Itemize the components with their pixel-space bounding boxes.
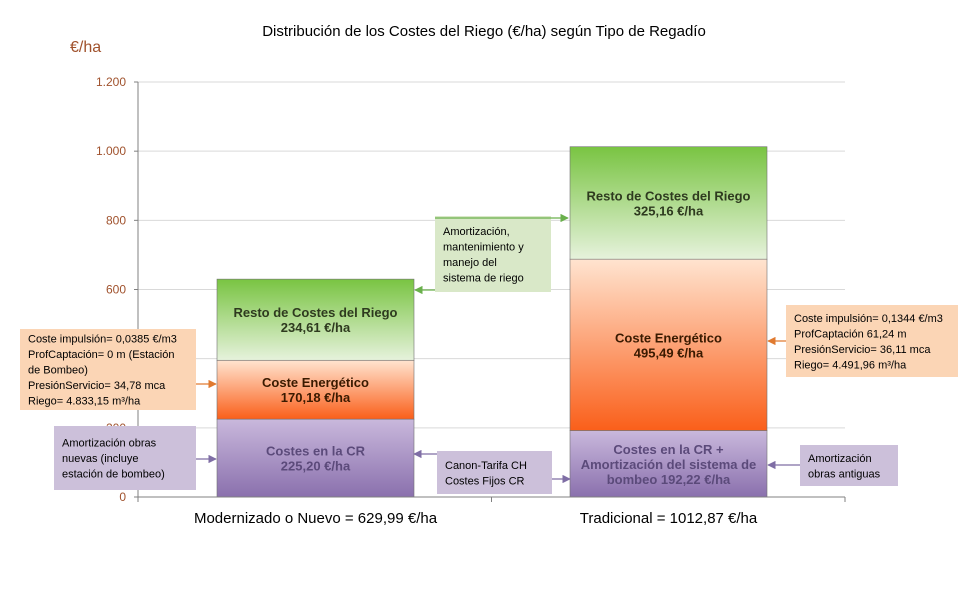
category-label: Modernizado o Nuevo = 629,99 €/ha: [194, 510, 438, 527]
chart-title: Distribución de los Costes del Riego (€/…: [262, 23, 706, 40]
bar-segment-resto-costes: [569, 146, 768, 260]
y-tick-label: 0: [119, 490, 126, 504]
category-labels: Modernizado o Nuevo = 629,99 €/ha Tradici…: [194, 510, 758, 527]
bar-segment-coste-energetico: [216, 359, 415, 420]
y-tick-label: 600: [106, 283, 126, 297]
bar-segment-resto-costes: [216, 278, 415, 361]
bar-segment-costes-cr: [216, 418, 415, 498]
category-label: Tradicional = 1012,87 €/ha: [580, 510, 758, 527]
annotation-background: [54, 426, 196, 490]
y-tick-label: 1.200: [96, 75, 126, 89]
annotation-background: [800, 445, 898, 486]
segment-label-costes-cr: Costes en la CR +Amortización del sistem…: [581, 442, 757, 487]
annotation-background: [20, 329, 196, 410]
y-tick-label: 800: [106, 213, 126, 227]
annotation-background: [437, 451, 552, 494]
y-tick-label: 1.000: [96, 144, 126, 158]
bar-segment-coste-energetico: [569, 258, 768, 431]
annotation-background: [435, 216, 551, 292]
annotation-background: [786, 305, 958, 377]
y-axis-unit: €/ha: [70, 39, 101, 56]
